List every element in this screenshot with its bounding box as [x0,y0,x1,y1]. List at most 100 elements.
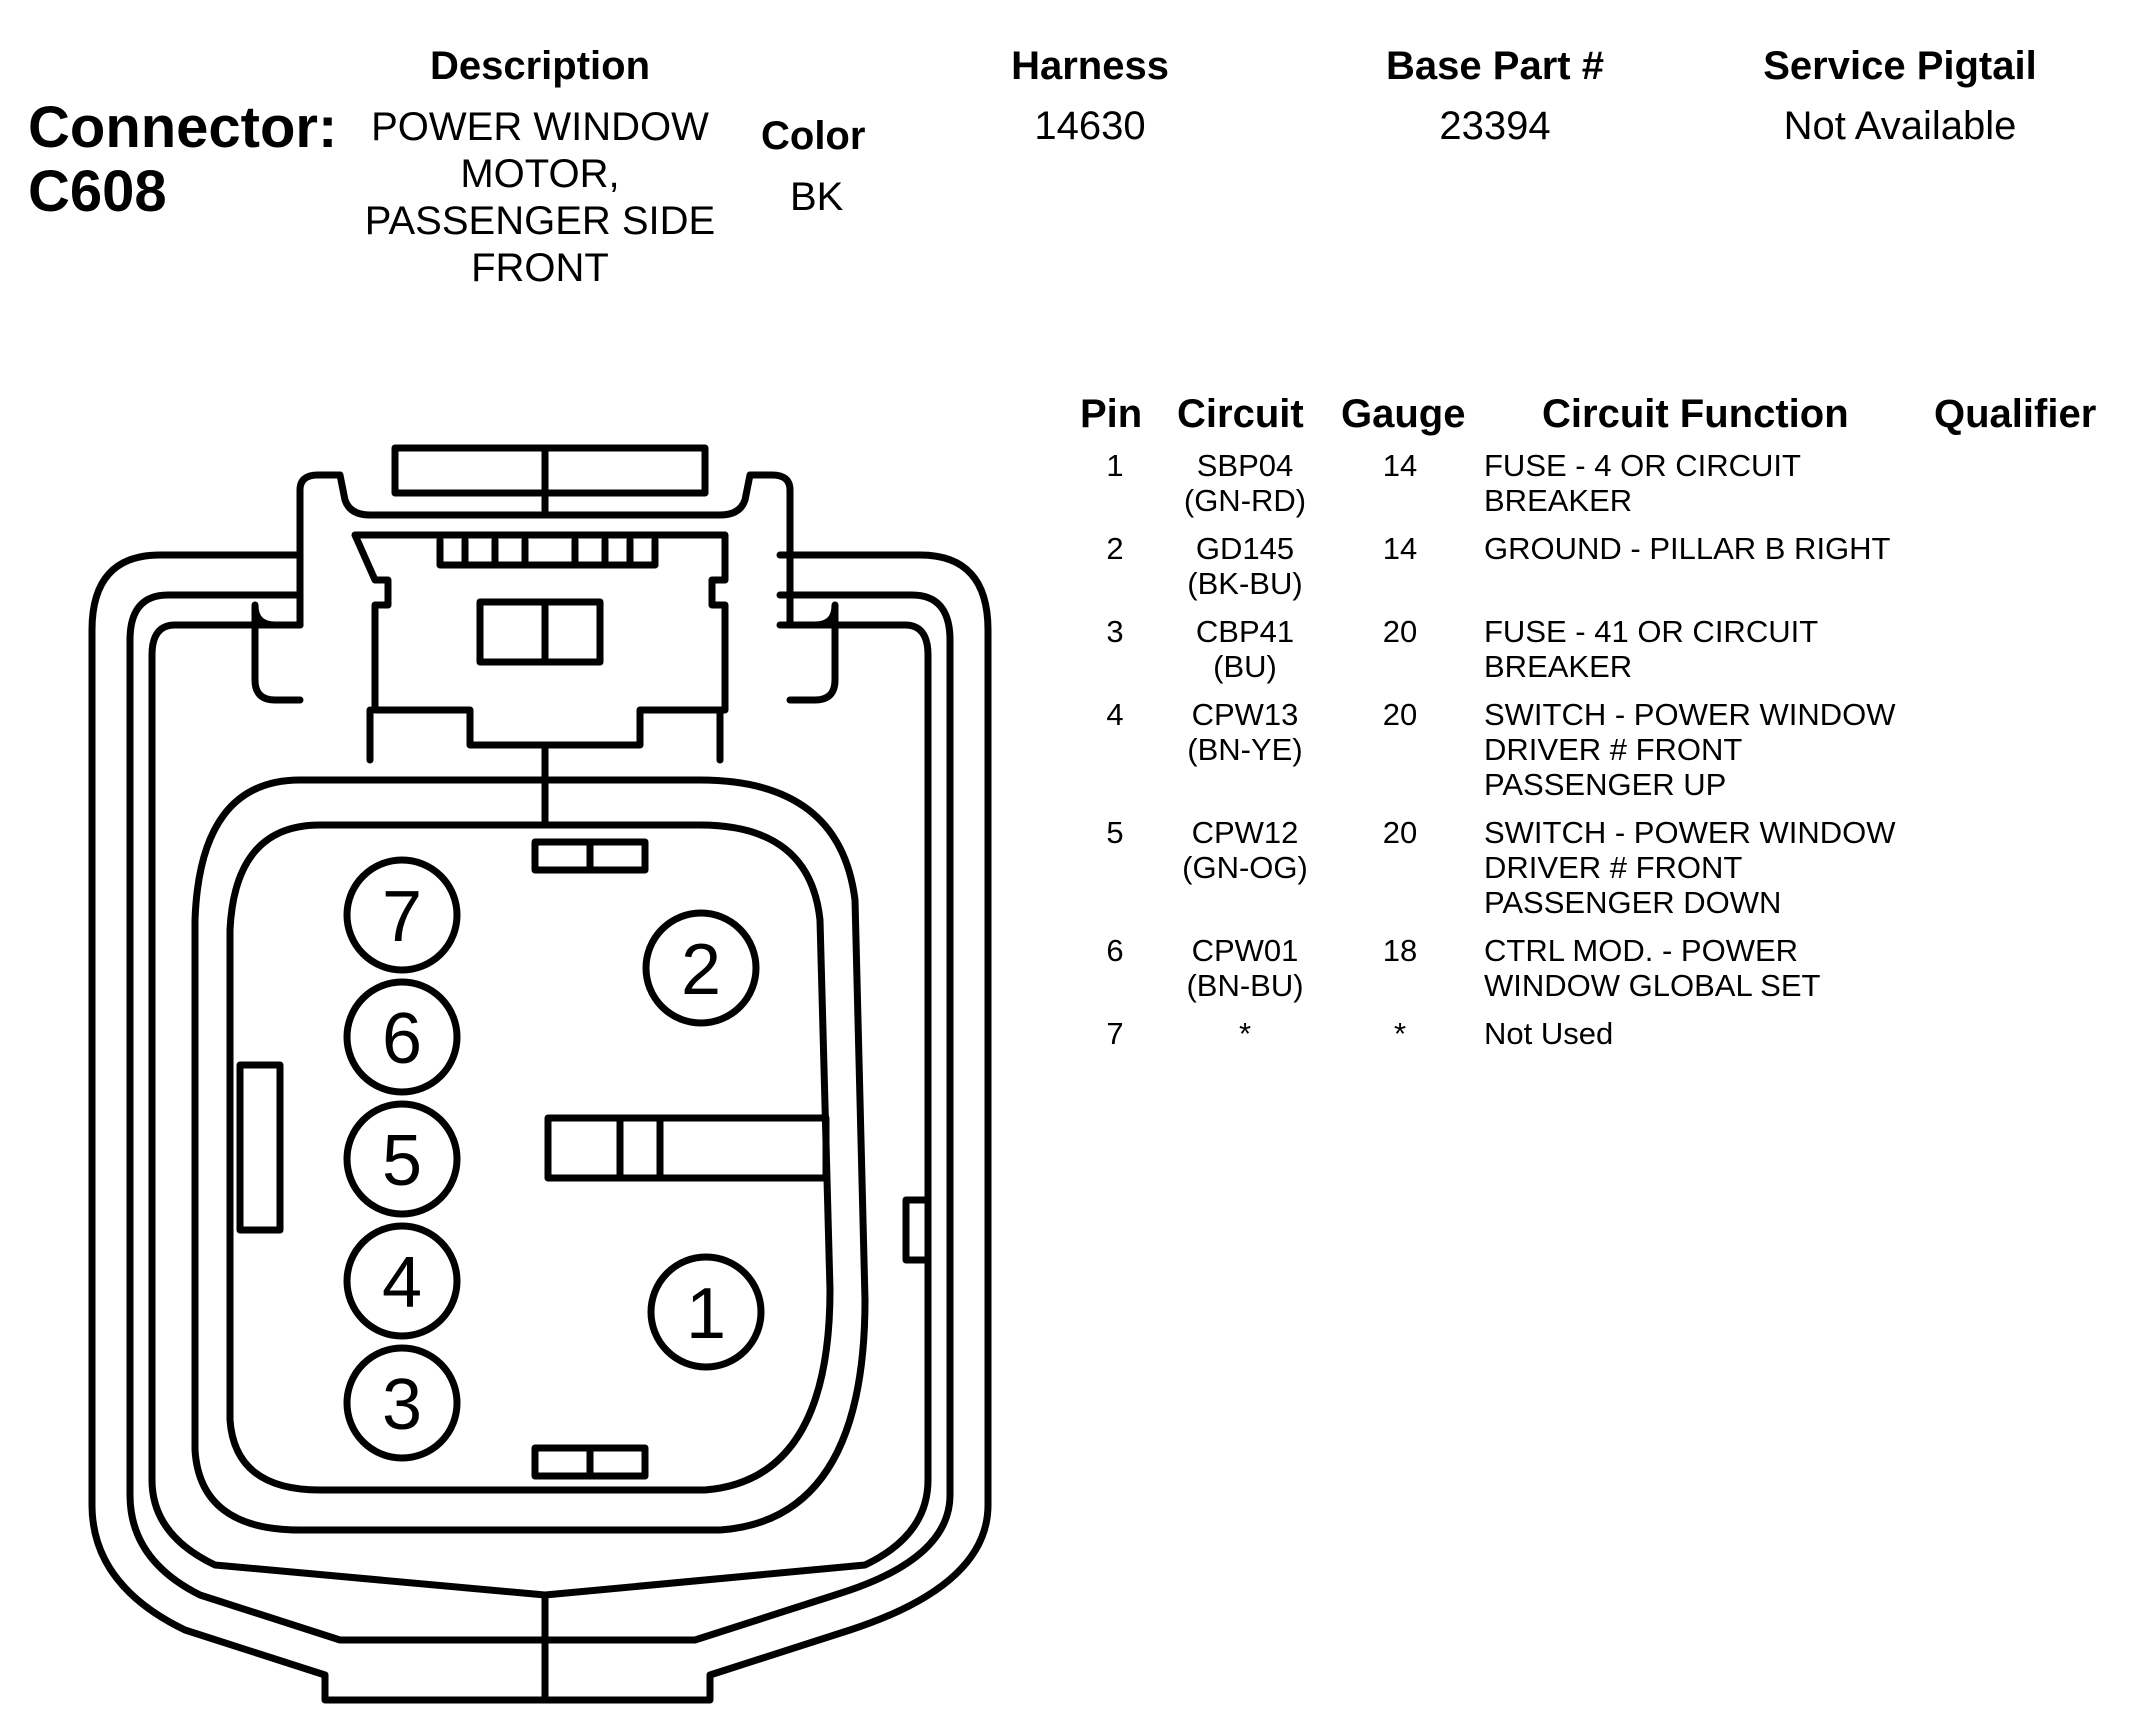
function-line: FUSE - 4 OR CIRCUIT [1484,448,1801,483]
circuit-cell: CPW01 (BN-BU) [1160,933,1330,1003]
circuit-code: * [1238,1016,1252,1051]
pin-number: 6 [1106,933,1124,968]
function-line: PASSENGER DOWN [1484,885,1782,920]
latch-window [476,598,604,666]
base-part-header: Base Part # [1386,44,1604,88]
circuit-function: SWITCH - POWER WINDOW DRIVER # FRONT PAS… [1484,815,1984,920]
circuit-function: Not Used [1484,1016,1984,1051]
right-side-tab [902,1196,932,1264]
description-line: FRONT [471,246,609,290]
description-line: MOTOR, [460,152,620,196]
wire-color: (GN-RD) [1183,483,1307,518]
connector-face-diagram: 7 6 5 4 3 2 1 [88,444,992,1704]
circuit-cell: GD145 (BK-BU) [1160,531,1330,601]
gauge-value: 14 [1382,448,1418,483]
base-part-value: 23394 [1439,104,1551,148]
gauge-value: 20 [1382,697,1418,732]
connector-label: Connector: C608 [28,96,337,224]
center-key-dividers [616,1114,664,1182]
col-header-gauge: Gauge [1341,392,1466,436]
color-value: BK [790,175,844,219]
description-line: POWER WINDOW [371,105,709,149]
function-line: Not Used [1484,1016,1614,1051]
function-line: FUSE - 41 OR CIRCUIT [1484,614,1819,649]
wire-color: (BN-YE) [1187,732,1303,767]
pin-3-label: 3 [382,1365,422,1445]
pin-5-circle [343,1100,461,1218]
connector-id: C608 [28,159,167,224]
latch-teeth [436,536,659,569]
wire-color: (BK-BU) [1187,566,1303,601]
function-line: BREAKER [1484,649,1633,684]
housing-inner-outline [126,591,954,1644]
pin-1-circle [647,1253,765,1371]
circuit-cell: * [1160,1016,1330,1051]
service-pigtail-value: Not Available [1783,104,2017,148]
pin-2-label: 2 [681,930,721,1010]
pin-4-label: 4 [382,1243,422,1323]
pin-number: 3 [1106,614,1124,649]
description-value: POWER WINDOW MOTOR, PASSENGER SIDE FRONT [345,104,735,292]
pin-2-circle [642,909,760,1027]
circuit-cell: SBP04 (GN-RD) [1160,448,1330,518]
function-line: DRIVER # FRONT [1484,732,1743,767]
description-header: Description [429,44,651,88]
service-pigtail-header: Service Pigtail [1763,44,2037,88]
latch-ears-right [786,601,839,704]
gauge-value: 20 [1382,815,1418,850]
circuit-function: CTRL MOD. - POWER WINDOW GLOBAL SET [1484,933,1984,1003]
wire-color: (GN-OG) [1182,850,1308,885]
wire-color: (BN-BU) [1186,968,1304,1003]
col-header-qualifier: Qualifier [1934,392,2097,436]
harness-header: Harness [1011,44,1169,88]
harness-value: 14630 [1034,104,1146,148]
pin-number: 7 [1106,1016,1124,1051]
circuit-function: SWITCH - POWER WINDOW DRIVER # FRONT PAS… [1484,697,1984,802]
function-line: SWITCH - POWER WINDOW [1484,815,1896,850]
top-tab [391,444,709,497]
latch-ears-left [251,601,304,704]
pin-1-label: 1 [686,1274,726,1354]
latch-body [351,531,729,749]
col-header-circuit: Circuit [1177,392,1304,436]
function-line: DRIVER # FRONT [1484,850,1743,885]
pin-4-circle [343,1222,461,1340]
circuit-code: CPW01 [1191,933,1299,968]
circuit-code: SBP04 [1196,448,1294,483]
circuit-function: GROUND - PILLAR B RIGHT [1484,531,1984,566]
connector-label-text: Connector: [28,95,338,160]
pin-3-circle [343,1344,461,1462]
pin-number: 5 [1106,815,1124,850]
circuit-cell: CPW12 (GN-OG) [1160,815,1330,885]
col-header-circuit-function: Circuit Function [1542,392,1849,436]
housing-outer-outline [88,551,992,1704]
color-header: Color [761,114,866,158]
pin-cavity-block [191,776,869,1534]
pin-6-circle [343,978,461,1096]
pin-cavity-inner [226,821,834,1494]
circuit-cell: CPW13 (BN-YE) [1160,697,1330,767]
pin-7-label: 7 [382,877,422,957]
pin-7-circle [343,856,461,974]
function-line: BREAKER [1484,483,1633,518]
circuit-function: FUSE - 41 OR CIRCUIT BREAKER [1484,614,1984,684]
circuit-function: FUSE - 4 OR CIRCUIT BREAKER [1484,448,1984,518]
function-line: WINDOW GLOBAL SET [1484,968,1821,1003]
pin-number: 1 [1106,448,1124,483]
left-side-tab [236,1061,284,1234]
circuit-code: GD145 [1195,531,1295,566]
circuit-cell: CBP41 (BU) [1160,614,1330,684]
pin-number: 4 [1106,697,1124,732]
circuit-code: CBP41 [1195,614,1295,649]
gauge-value: 18 [1382,933,1418,968]
function-line: PASSENGER UP [1484,767,1727,802]
circuit-code: CPW12 [1191,815,1299,850]
pin-6-label: 6 [382,999,422,1079]
circuit-code: CPW13 [1191,697,1299,732]
function-line: GROUND - PILLAR B RIGHT [1484,531,1891,566]
latch-posts [366,706,724,764]
col-header-pin: Pin [1080,392,1143,436]
center-key [544,1114,830,1182]
gauge-value: 20 [1382,614,1418,649]
gauge-value: * [1393,1016,1407,1051]
